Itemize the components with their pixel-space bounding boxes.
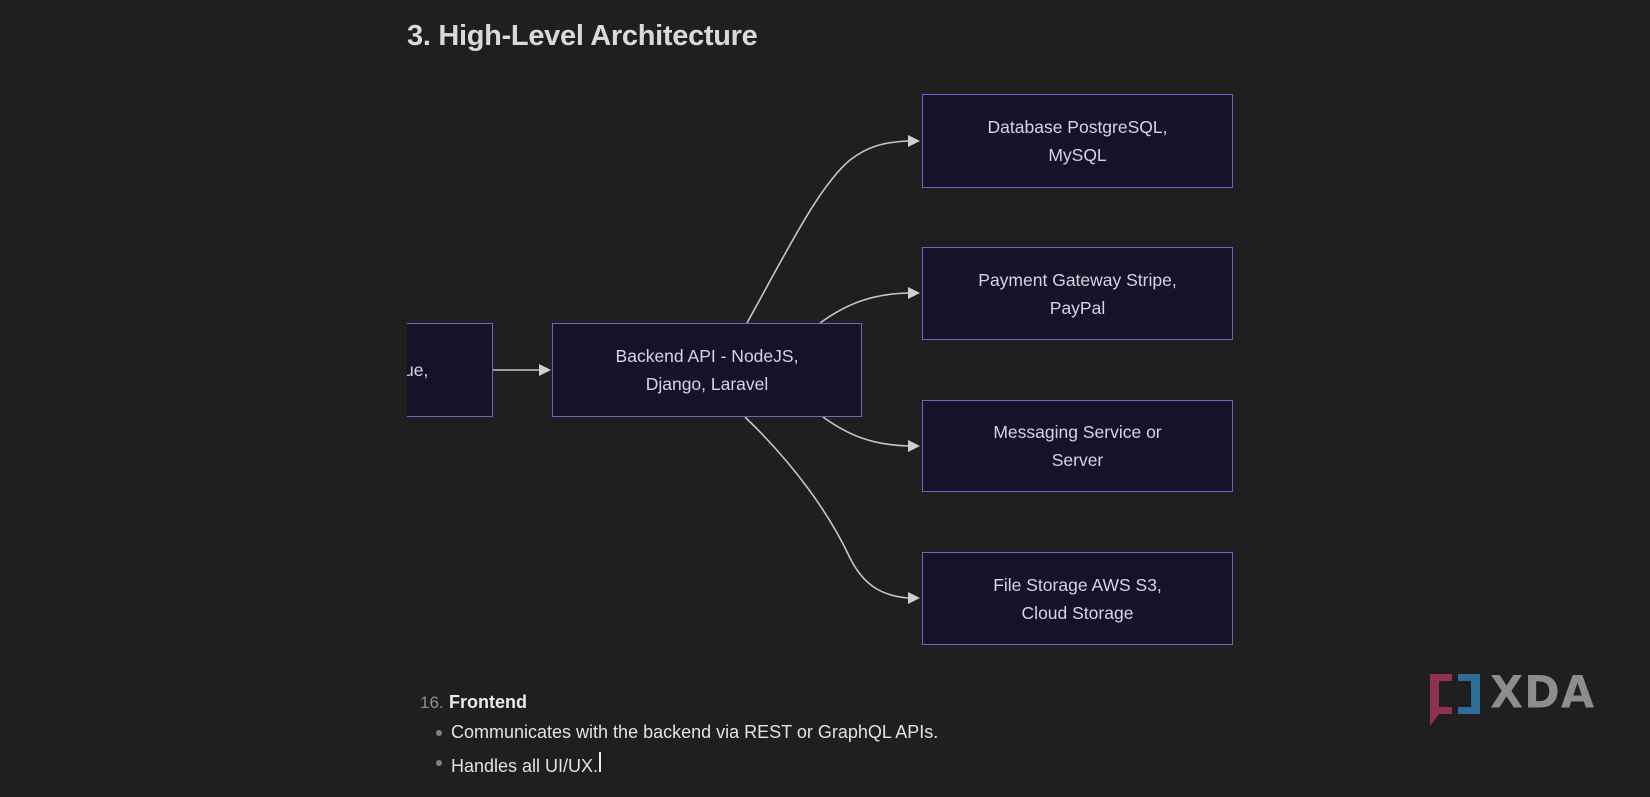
node-label: Payment Gateway Stripe, PayPal (978, 269, 1177, 318)
connector-backend-payment (819, 292, 909, 324)
node-database[interactable]: Database PostgreSQL, MySQL (922, 94, 1233, 188)
bullet-text: Handles all UI/UX. (451, 756, 599, 776)
connector-backend-filestorage (744, 416, 909, 599)
node-label: Database PostgreSQL, MySQL (987, 117, 1168, 165)
node-payment-gateway[interactable]: Payment Gateway Stripe, PayPal (922, 247, 1233, 340)
text-cursor (599, 752, 602, 772)
xda-logo-text: XDA (1490, 666, 1596, 719)
bullet-text: Communicates with the backend via REST o… (451, 722, 939, 742)
page-title[interactable]: 3. High-Level Architecture (407, 20, 758, 52)
node-label: ue, (407, 360, 429, 380)
list-title: Frontend (449, 692, 527, 712)
node-frontend-clipped[interactable]: ue, (407, 323, 493, 417)
xda-logo-brackets-icon (1430, 674, 1480, 726)
node-label: File Storage AWS S3, Cloud Storage (993, 574, 1162, 623)
list-item-frontend[interactable]: 16. Frontend (420, 692, 938, 714)
node-label: Messaging Service or Server (993, 422, 1162, 470)
connector-backend-database (746, 140, 909, 324)
connector-backend-messaging (822, 416, 909, 447)
bullet-item[interactable]: Communicates with the backend via REST o… (420, 722, 938, 744)
list-number: 16. (420, 693, 444, 712)
xda-logo: XDA (1428, 666, 1596, 726)
bullet-icon (436, 730, 442, 736)
bullet-icon (436, 760, 442, 766)
node-label: Backend API - NodeJS, Django, Laravel (615, 346, 799, 394)
node-backend-api[interactable]: Backend API - NodeJS, Django, Laravel (552, 323, 862, 417)
bullet-item[interactable]: Handles all UI/UX. (420, 752, 938, 776)
node-messaging-service[interactable]: Messaging Service or Server (922, 400, 1233, 492)
node-file-storage[interactable]: File Storage AWS S3, Cloud Storage (922, 552, 1233, 645)
notes-block: 16. Frontend Communicates with the backe… (420, 692, 938, 782)
